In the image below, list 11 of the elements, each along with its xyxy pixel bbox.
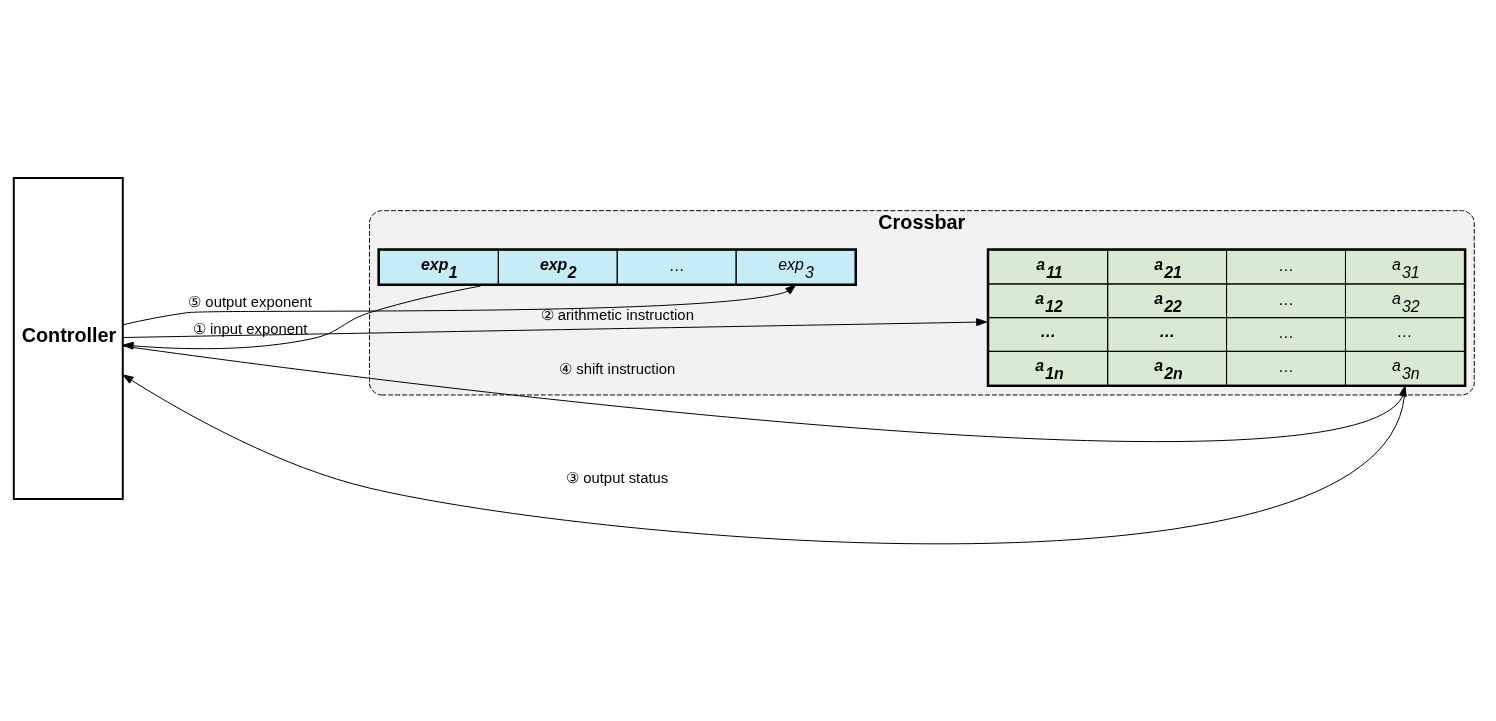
edge-label: ③ output status [566, 469, 669, 486]
arrow [122, 285, 482, 350]
edge-label: ② arithmetic instruction [540, 306, 694, 323]
edge-label: ① input exponent [192, 320, 308, 337]
edge-label: ④ shift instruction [559, 360, 676, 377]
arrow [122, 373, 1406, 544]
node-box: Controller [12, 176, 124, 500]
arrow [122, 345, 1407, 441]
edge-label: ⑤ output exponent [188, 293, 312, 310]
arrow [122, 317, 988, 338]
arrow [122, 283, 797, 325]
